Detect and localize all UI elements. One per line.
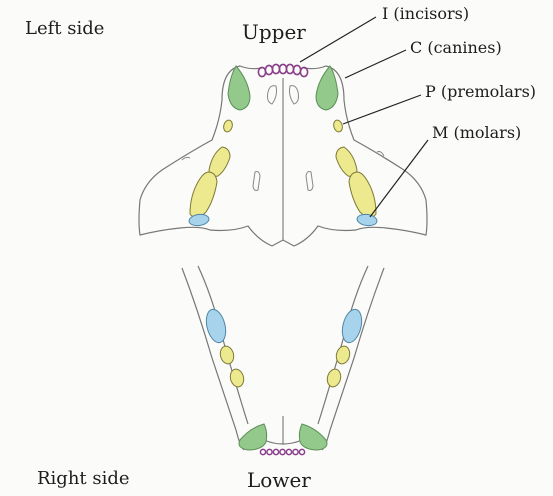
incisor-tooth xyxy=(280,449,285,454)
lower-molars xyxy=(203,307,365,344)
premolar-tooth xyxy=(229,368,246,389)
palatine-foramen-left xyxy=(253,172,260,191)
incisor-tooth xyxy=(272,64,279,73)
canine-tooth xyxy=(228,66,250,110)
upper-jaw-mark-left xyxy=(182,157,190,160)
upper-incisors xyxy=(258,64,307,76)
incisor-tooth xyxy=(286,64,293,73)
lower-premolars xyxy=(219,345,352,389)
lower-incisors xyxy=(260,449,304,454)
incisor-tooth xyxy=(260,449,265,454)
canine-tooth xyxy=(316,66,338,110)
premolar-tooth xyxy=(209,147,230,176)
premolar-tooth xyxy=(332,119,343,133)
incisor-tooth xyxy=(267,449,272,454)
incisor-tooth xyxy=(279,64,286,73)
premolar-tooth xyxy=(222,119,233,133)
incisor-tooth xyxy=(300,67,307,76)
canines-leader-line xyxy=(345,50,406,78)
incisors-leader-line xyxy=(300,17,376,62)
premolar-tooth xyxy=(349,172,376,218)
premolars-leader-line xyxy=(343,95,421,124)
incisor-tooth xyxy=(273,449,278,454)
incisor-tooth xyxy=(265,65,272,74)
canine-tooth xyxy=(239,424,267,450)
incisor-tooth xyxy=(286,449,291,454)
upper-foramen-right xyxy=(290,86,299,104)
premolar-tooth xyxy=(190,172,217,218)
molar-tooth xyxy=(203,307,229,344)
incisor-tooth xyxy=(299,449,304,454)
premolar-tooth xyxy=(336,147,357,176)
palatine-foramen-right xyxy=(306,172,313,191)
incisor-tooth xyxy=(293,65,300,74)
premolar-tooth xyxy=(326,368,343,389)
canine-tooth xyxy=(299,424,327,450)
incisor-tooth xyxy=(258,67,265,76)
incisor-tooth xyxy=(293,449,298,454)
premolar-tooth xyxy=(219,345,236,366)
upper-foramen-left xyxy=(268,86,277,104)
